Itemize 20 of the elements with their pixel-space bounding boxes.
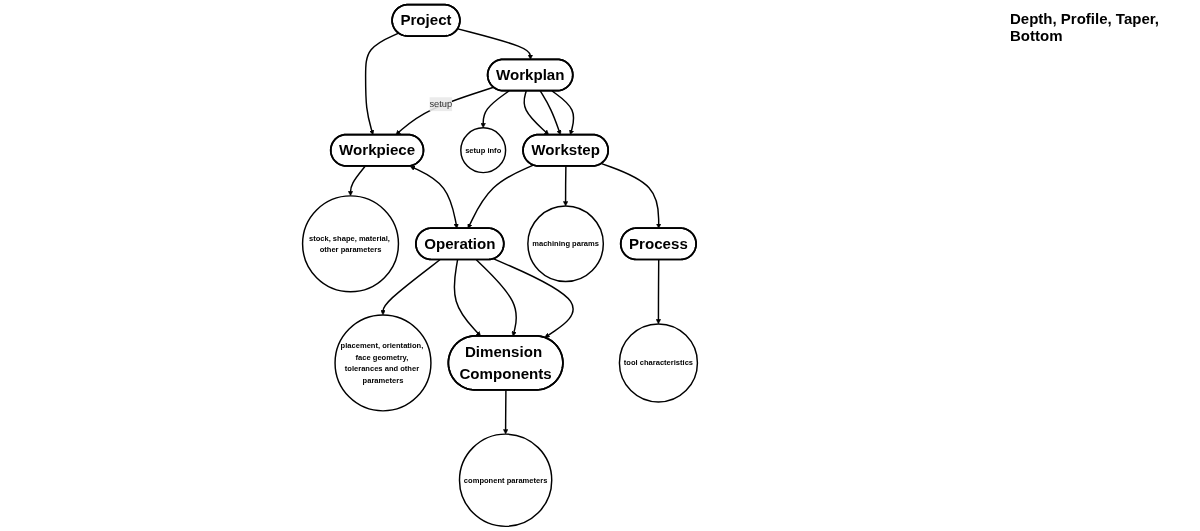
arrow <box>467 164 534 229</box>
arrow <box>395 86 495 136</box>
arrow <box>457 28 533 60</box>
arrow <box>493 258 574 338</box>
arrow <box>503 389 509 435</box>
note-text: Depth, Profile, Taper, Bottom <box>1010 10 1160 44</box>
arrow <box>655 259 661 325</box>
arrow <box>600 162 662 229</box>
arrow <box>563 165 569 207</box>
arrow <box>523 90 549 136</box>
arrow <box>539 90 562 136</box>
arrow <box>475 259 518 337</box>
arrow <box>380 259 441 316</box>
arrow <box>364 32 400 136</box>
arrow <box>480 90 510 129</box>
edge-label: setup <box>429 98 453 109</box>
arrow <box>347 165 366 197</box>
arrow <box>551 90 575 136</box>
arrow <box>409 165 459 229</box>
arrow <box>453 259 481 337</box>
